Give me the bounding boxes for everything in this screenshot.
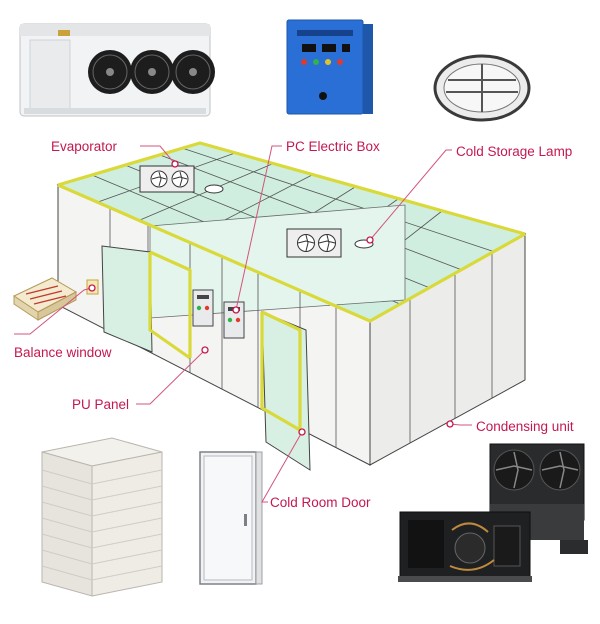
label-pu-panel: PU Panel <box>72 397 129 412</box>
condensing-unit-photo <box>398 443 588 582</box>
evaporator-photo <box>19 23 215 117</box>
wall-electric-box <box>192 289 214 327</box>
lamp-photo <box>433 54 531 122</box>
balance-window-photo <box>12 277 78 321</box>
condensing-unit-marker <box>446 420 454 428</box>
leader-lines <box>14 145 472 503</box>
label-evaporator: Evaporator <box>51 139 118 154</box>
balance-window-marker <box>88 284 96 292</box>
pu-panel-photo <box>41 437 163 597</box>
label-balance-window: Balance window <box>14 345 112 360</box>
pu-panel-marker <box>201 346 209 354</box>
door-photo <box>199 451 263 585</box>
label-cold-storage-lamp: Cold Storage Lamp <box>456 144 572 159</box>
ceiling-evaporator <box>139 165 195 193</box>
label-condensing-unit: Condensing unit <box>476 419 574 434</box>
evaporator-fan-icon <box>171 50 215 94</box>
label-cold-room-door: Cold Room Door <box>270 495 371 510</box>
evaporator-fan-icon <box>88 50 132 94</box>
lamp-marker <box>366 236 374 244</box>
cold-room <box>56 141 527 471</box>
ceiling-lamp-icon <box>204 184 224 194</box>
door-marker <box>298 428 306 436</box>
evaporator-fan-icon <box>130 50 174 94</box>
ceiling-evaporator <box>286 228 342 258</box>
electric-box-photo <box>286 19 373 115</box>
label-pc-electric-box: PC Electric Box <box>286 139 380 154</box>
electric-box-marker <box>232 306 240 314</box>
evaporator-marker <box>171 160 179 168</box>
